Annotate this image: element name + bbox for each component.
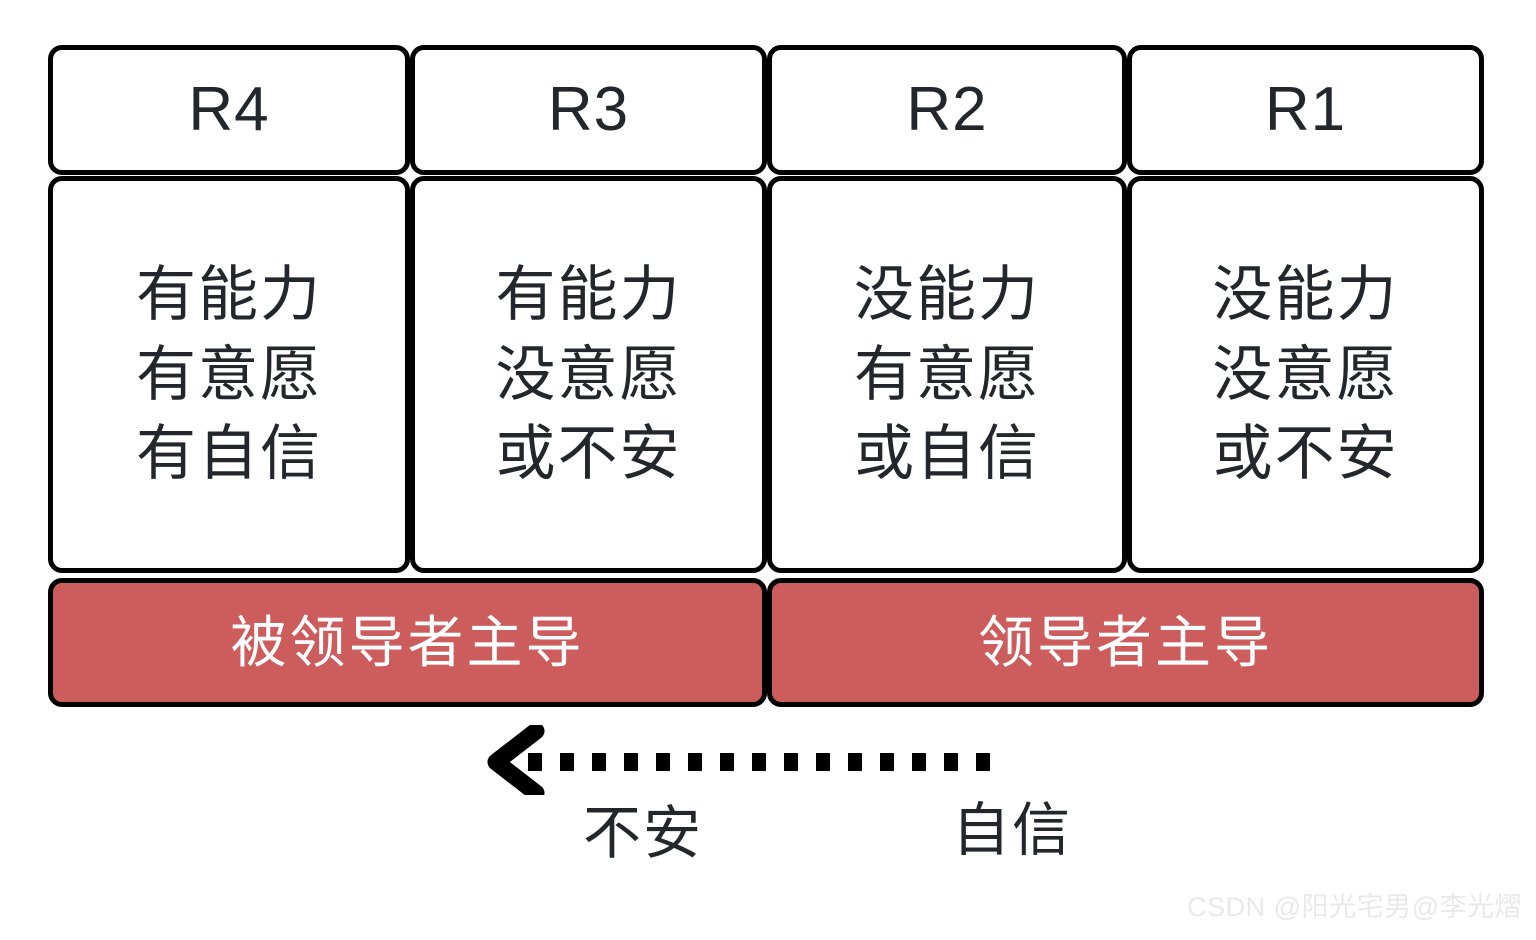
content-line: 或不安 xyxy=(495,420,682,488)
bar-follower-led: 被领导者主导 xyxy=(48,578,767,707)
header-box-r3: R3 xyxy=(410,45,767,175)
header-label: R2 xyxy=(906,75,988,144)
readiness-level-diagram: R4 R3 R2 R1 有能力 有意愿 有自信 有能力 没意愿 或不安 没能力 … xyxy=(48,45,1484,707)
content-line: 有自信 xyxy=(136,420,322,488)
csdn-watermark: CSDN @阳光宅男@李光熠 xyxy=(1187,892,1522,922)
confidence-axis-arrow xyxy=(480,725,1040,795)
content-line: 没能力 xyxy=(854,260,1040,328)
content-box-r4: 有能力 有意愿 有自信 xyxy=(48,176,410,573)
content-line: 或不安 xyxy=(1212,420,1399,488)
header-box-r1: R1 xyxy=(1127,45,1484,175)
content-line: 有能力 xyxy=(495,260,682,328)
header-box-r4: R4 xyxy=(48,45,410,175)
bar-label: 领导者主导 xyxy=(978,610,1273,674)
header-label: R3 xyxy=(547,75,630,144)
header-label: R4 xyxy=(188,75,270,144)
arrowhead-left-icon xyxy=(487,725,545,795)
bar-label: 被领导者主导 xyxy=(230,610,585,674)
content-box-r2: 没能力 有意愿 或自信 xyxy=(767,176,1127,573)
content-line: 有意愿 xyxy=(136,340,322,408)
bar-leader-led: 领导者主导 xyxy=(767,578,1484,707)
arrow-svg xyxy=(487,725,1008,795)
content-line: 没能力 xyxy=(1212,260,1399,328)
content-box-r1: 没能力 没意愿 或不安 xyxy=(1127,176,1484,573)
content-box-r3: 有能力 没意愿 或不安 xyxy=(410,176,767,573)
content-line: 有能力 xyxy=(136,260,322,328)
content-line: 有意愿 xyxy=(854,340,1040,408)
content-line: 没意愿 xyxy=(495,340,682,408)
content-line: 或自信 xyxy=(854,420,1040,488)
axis-label-insecure: 不安 xyxy=(583,801,704,866)
header-label: R1 xyxy=(1264,75,1347,144)
header-box-r2: R2 xyxy=(767,45,1127,175)
axis-label-confident: 自信 xyxy=(952,798,1073,863)
content-line: 没意愿 xyxy=(1212,340,1399,408)
